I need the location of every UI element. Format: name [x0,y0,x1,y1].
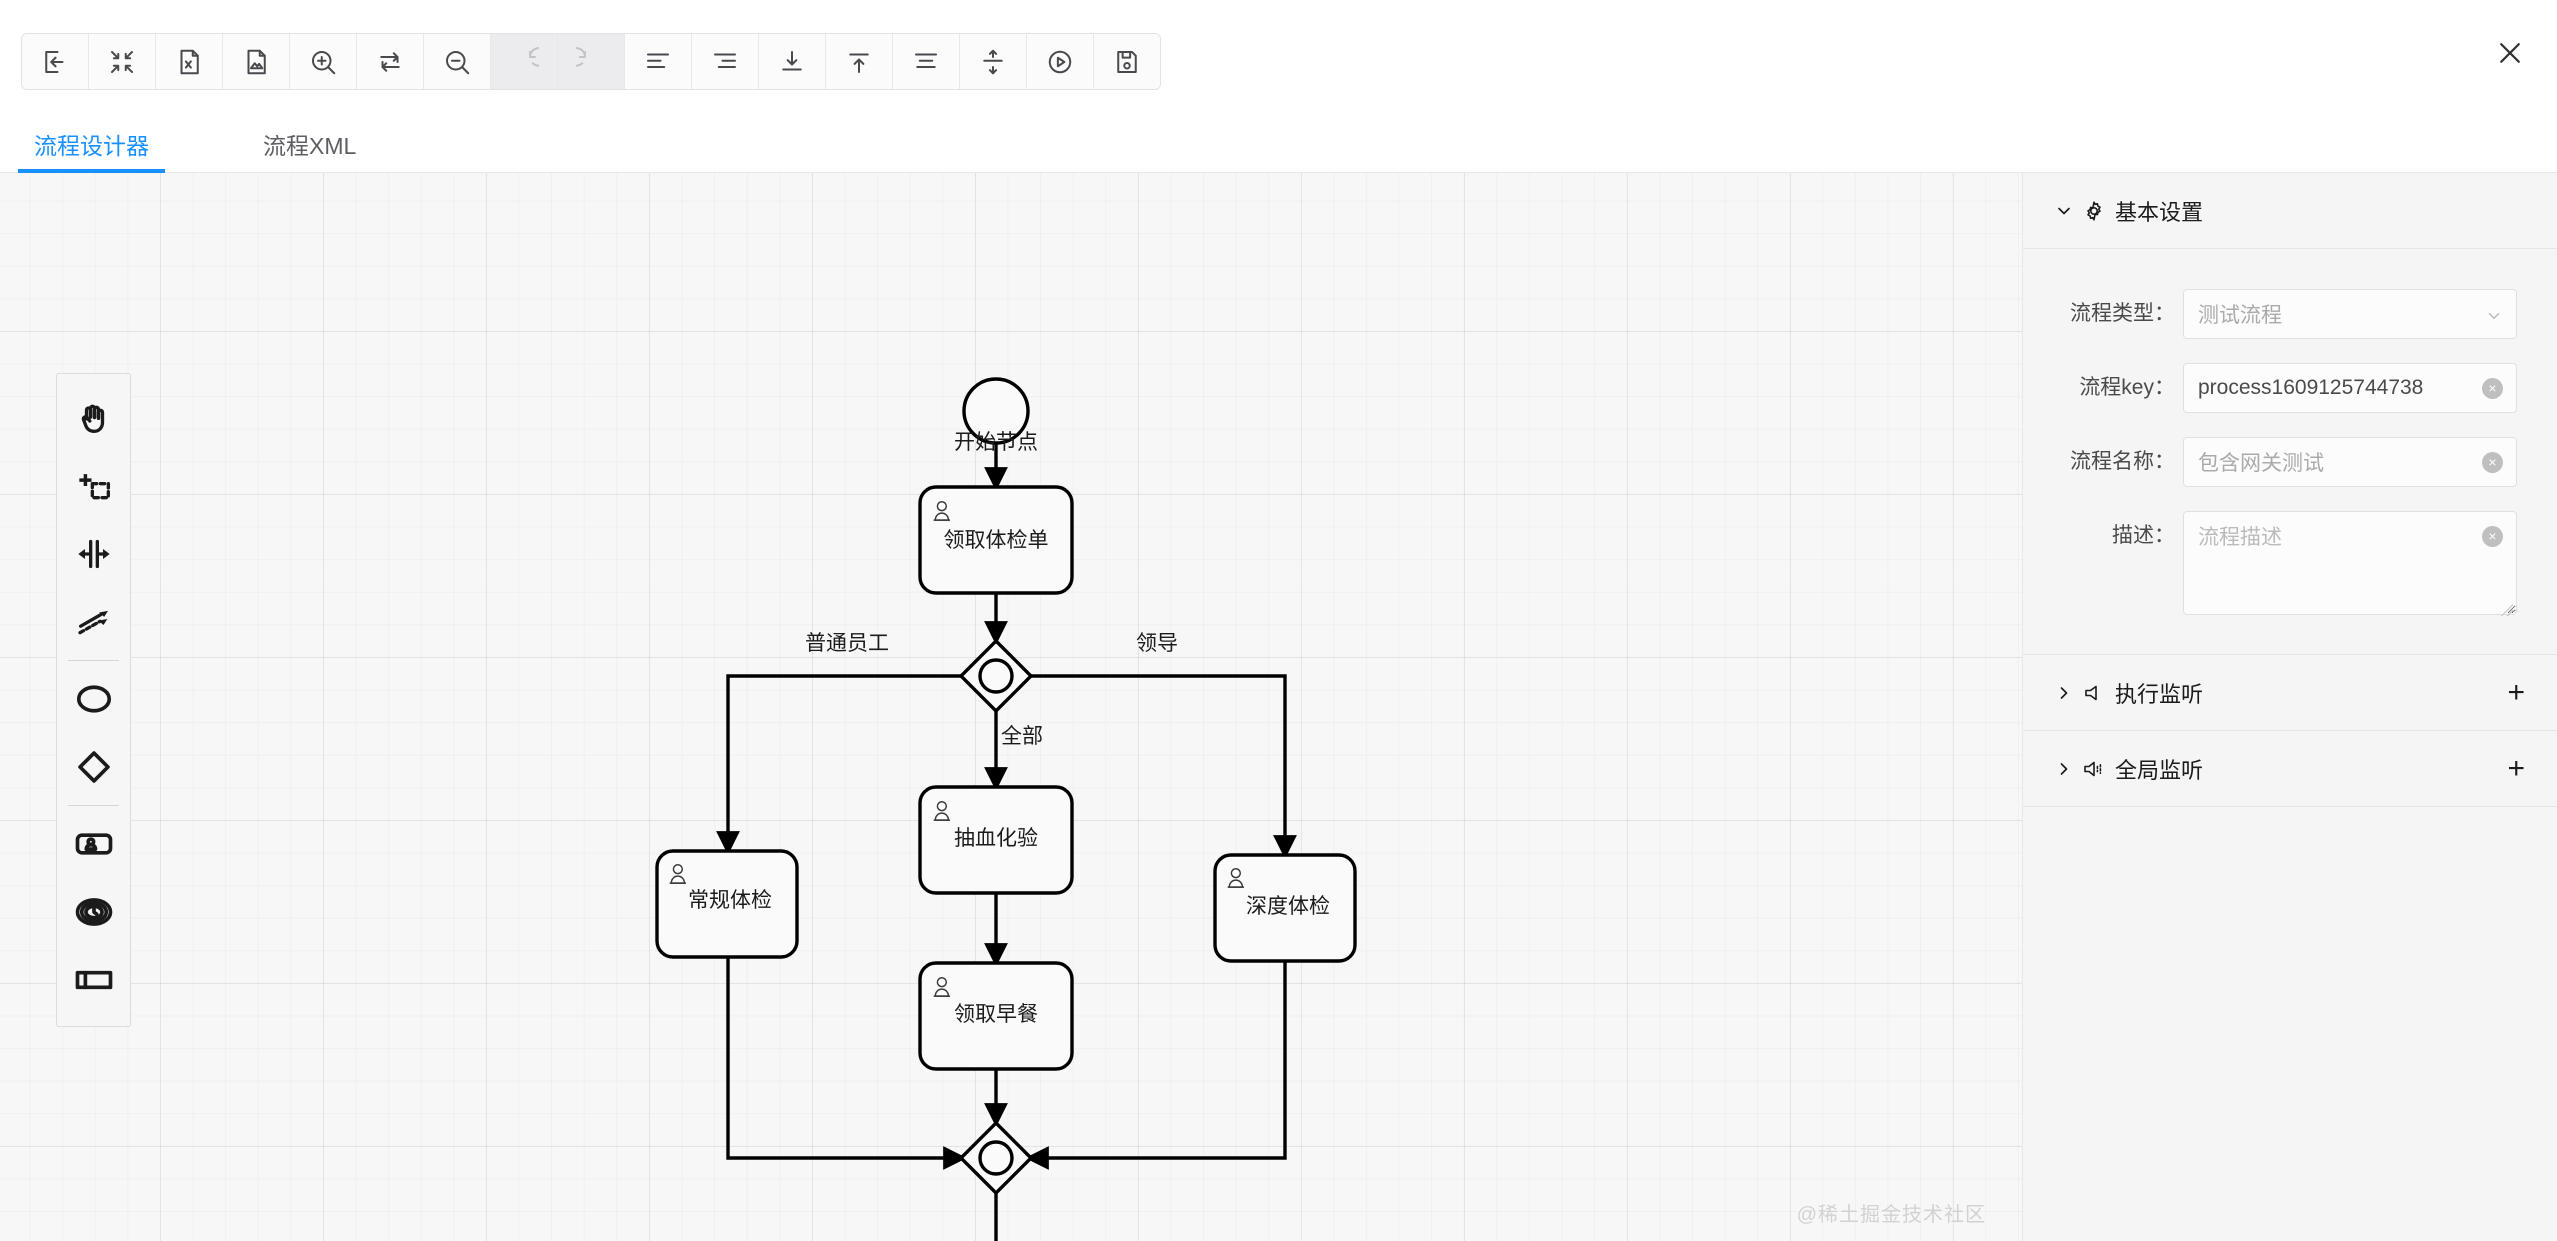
chevron-right-icon [2051,759,2077,779]
chevron-down-icon [2051,201,2077,221]
section-title-execution-listener: 执行监听 [2115,681,2204,707]
clear-icon[interactable]: × [2482,452,2503,473]
node-task-3: 抽血化验 [918,785,1074,895]
properties-panel: 基本设置 流程类型： 流程key： × [2023,173,2557,1241]
flow-task2-to-gw2 [726,957,967,1170]
align-top-icon[interactable] [826,34,893,89]
redo-icon[interactable] [558,34,625,89]
edge-label-ordinary: 普通员工 [805,631,889,655]
gear-icon [2077,199,2111,223]
node-label-task4: 深度体检 [1246,894,1330,918]
lasso-tool-icon[interactable] [57,452,130,520]
section-header-global-listener[interactable]: 全局监听 + [2023,731,2557,807]
form-row-process-type: 流程类型： [2023,289,2517,339]
edge-label-all: 全部 [1001,724,1043,748]
import-icon[interactable] [22,34,89,89]
label-process-key: 流程key： [2079,376,2175,399]
clear-icon[interactable]: × [2482,378,2503,399]
align-middle-icon[interactable] [960,34,1027,89]
node-task-1: 领取体检单 [918,485,1074,595]
flow-gw1-to-task2 [716,674,963,855]
zoom-out-icon[interactable] [424,34,491,89]
resize-handle-icon[interactable] [2501,604,2513,616]
export-xml-icon[interactable] [156,34,223,89]
clear-icon[interactable]: × [2482,526,2503,547]
tab-process-xml[interactable]: 流程XML [263,133,357,159]
node-label-task5: 领取早餐 [954,1002,1038,1026]
process-name-input[interactable] [2183,437,2517,487]
basic-settings-form: 流程类型： 流程key： × 流程名称 [2023,249,2557,655]
label-description: 描述： [2112,524,2175,547]
hand-tool-icon[interactable] [57,384,130,452]
section-header-basic-settings[interactable]: 基本设置 [2023,173,2557,249]
flow-gw1-to-task4 [1029,674,1297,859]
add-global-listener-button[interactable]: + [2507,751,2525,785]
node-gateway-2 [958,1120,1034,1196]
tab-bar: 流程设计器 流程XML [0,105,2557,173]
node-label-task2: 常规体检 [688,888,772,912]
undo-icon[interactable] [491,34,558,89]
toolbar-button-group [21,33,1161,90]
speaker-icon [2077,681,2111,705]
node-gateway-1 [958,638,1034,714]
designer-body: 开始节点 领取体检单 普通员工 全部 [0,173,2557,1241]
section-header-execution-listener[interactable]: 执行监听 + [2023,655,2557,731]
node-label-task3: 抽血化验 [954,826,1038,850]
form-row-process-key: 流程key： × [2023,363,2517,413]
process-type-select[interactable] [2183,289,2517,339]
close-icon[interactable] [2487,30,2533,76]
tab-process-designer[interactable]: 流程设计器 [18,135,165,173]
space-tool-icon[interactable] [57,520,130,588]
section-title-global-listener: 全局监听 [2115,757,2204,783]
align-bottom-icon[interactable] [759,34,826,89]
start-event-icon[interactable] [57,665,130,733]
add-execution-listener-button[interactable]: + [2507,675,2525,709]
palette-divider [68,805,119,806]
fit-screen-icon[interactable] [89,34,156,89]
bpmn-diagram: 开始节点 领取体检单 普通员工 全部 [655,377,1357,1241]
form-row-description: 描述： × [2023,511,2517,620]
speaker-waves-icon [2077,757,2111,781]
bpmn-palette [56,373,131,1027]
gateway-icon[interactable] [57,733,130,801]
user-task-icon[interactable] [57,810,130,878]
node-label-task1: 领取体检单 [944,528,1049,552]
node-task-5: 领取早餐 [918,961,1074,1071]
label-process-name: 流程名称： [2070,450,2175,473]
palette-divider [68,660,119,661]
watermark: @稀土掘金技术社区 [1796,1204,1986,1226]
align-center-icon[interactable] [893,34,960,89]
node-start-event [962,377,1030,445]
connect-tool-icon[interactable] [57,588,130,656]
edge-label-leader: 领导 [1136,631,1178,655]
export-image-icon[interactable] [223,34,290,89]
subprocess-icon[interactable] [57,946,130,1014]
flow-task4-to-gw2 [1025,961,1287,1170]
description-textarea[interactable] [2183,511,2517,615]
zoom-in-icon[interactable] [290,34,357,89]
align-right-icon[interactable] [692,34,759,89]
intermediate-event-icon[interactable] [57,878,130,946]
section-title-basic-settings: 基本设置 [2115,199,2204,225]
save-icon[interactable] [1094,34,1160,89]
process-key-input[interactable] [2183,363,2517,413]
form-row-process-name: 流程名称： × [2023,437,2517,487]
toolbar [0,0,2557,105]
label-process-type: 流程类型： [2070,302,2175,325]
bpmn-canvas[interactable]: 开始节点 领取体检单 普通员工 全部 [0,173,2023,1241]
node-task-4: 深度体检 [1213,853,1357,963]
zoom-reset-icon[interactable] [357,34,424,89]
node-label-start: 开始节点 [954,430,1038,454]
node-task-2: 常规体检 [655,849,799,959]
chevron-right-icon [2051,683,2077,703]
simulation-icon[interactable] [1027,34,1094,89]
align-left-icon[interactable] [625,34,692,89]
